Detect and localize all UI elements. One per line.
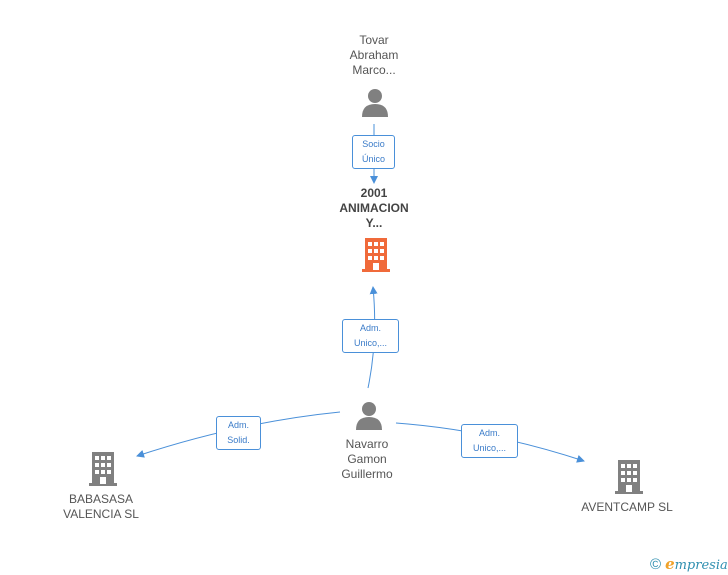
copyright-icon: © [650, 556, 662, 573]
edge-label-socio-unico[interactable]: Socio Único [352, 135, 395, 169]
name-line: BABASASA [68, 492, 134, 506]
node-label-tovar[interactable]: Tovar Abraham Marco... [334, 33, 414, 78]
name-line: Marco... [352, 63, 396, 77]
edge-label-line: Solid. [227, 435, 250, 445]
edge-label-line: Único [361, 154, 385, 164]
edge-label-line: Socio [362, 139, 385, 149]
edge-label-line: Adm. [359, 323, 381, 333]
node-label-2001-animacion[interactable]: 2001 ANIMACION Y... [324, 186, 424, 231]
building-icon[interactable] [87, 452, 119, 486]
name-line: Y... [365, 216, 383, 230]
edge-label-line: Unico,... [472, 443, 506, 453]
person-icon[interactable] [360, 87, 390, 117]
edge-label-adm-unico[interactable]: Adm. Unico,... [342, 319, 399, 353]
empresia-logo[interactable]: ©empresia [650, 555, 728, 573]
name-line: Navarro [345, 437, 389, 451]
brand-name: mpresia [674, 558, 728, 573]
person-icon[interactable] [354, 400, 384, 430]
node-label-navarro[interactable]: Navarro Gamon Guillermo [322, 437, 412, 482]
edge-label-line: Adm. [227, 420, 249, 430]
name-line: AVENTCAMP SL [581, 500, 673, 514]
name-line: VALENCIA SL [63, 507, 139, 521]
edge-label-adm-unico-aventcamp[interactable]: Adm. Unico,... [461, 424, 518, 458]
node-label-aventcamp[interactable]: AVENTCAMP SL [577, 500, 677, 515]
name-line: Gamon [347, 452, 387, 466]
node-label-babasasa[interactable]: BABASASA VALENCIA SL [51, 492, 151, 522]
name-line: Guillermo [341, 467, 393, 481]
name-line: 2001 [360, 186, 388, 200]
edge-label-line: Adm. [478, 428, 500, 438]
building-icon[interactable] [613, 460, 645, 494]
edge-label-line: Unico,... [353, 338, 387, 348]
name-line: Tovar [359, 33, 389, 47]
name-line: ANIMACION [339, 201, 409, 215]
brand-initial: e [665, 555, 675, 573]
building-icon[interactable] [360, 238, 392, 272]
name-line: Abraham [349, 48, 399, 62]
edge-label-adm-solid[interactable]: Adm. Solid. [216, 416, 261, 450]
